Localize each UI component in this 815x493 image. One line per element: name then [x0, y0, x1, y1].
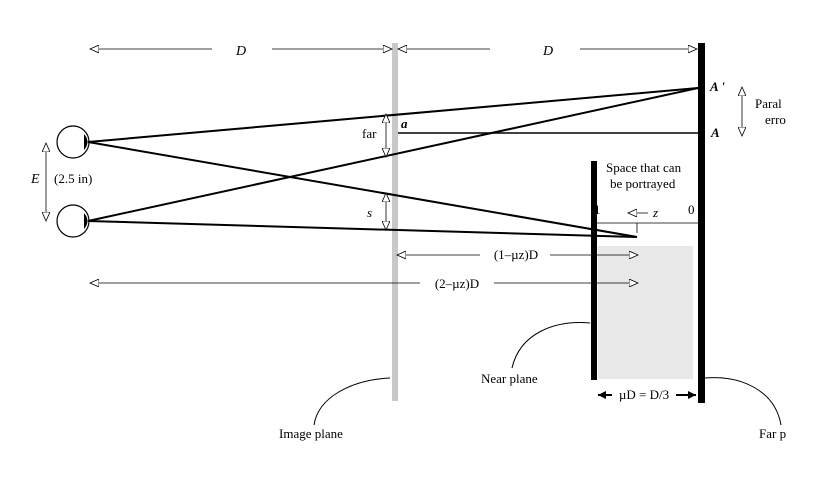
near-plane-bar — [591, 161, 597, 380]
left-eye-top-icon — [56, 125, 90, 159]
point-a-small-label: a — [401, 116, 408, 131]
far-label: far — [362, 126, 377, 141]
space-portrayed-line1: Space that can — [606, 160, 682, 175]
near-plane-label: Near plane — [481, 371, 538, 386]
far-plane-bar — [698, 43, 705, 403]
right-eye-bottom-icon — [56, 204, 90, 238]
one-minus-muz-d-label: (1–µz)D — [494, 247, 538, 262]
scale-one-label: 1 — [594, 202, 601, 217]
d-label-left: D — [235, 44, 246, 59]
e-value-label: (2.5 in) — [54, 171, 92, 186]
z-label: z — [652, 205, 658, 220]
sight-lines — [87, 87, 699, 238]
mud-equation-label: µD = D/3 — [619, 387, 669, 402]
space-portrayed-line2: be portrayed — [610, 176, 676, 191]
d-label-right: D — [542, 44, 553, 59]
image-plane-label: Image plane — [279, 426, 343, 441]
scale-zero-label: 0 — [688, 202, 695, 217]
two-minus-muz-d-label: (2–µz)D — [435, 276, 479, 291]
point-a-label: A — [710, 125, 720, 140]
e-label: E — [30, 172, 40, 187]
point-a-prime-label: A ' — [709, 79, 725, 94]
image-plane-bar — [392, 43, 398, 401]
s-label: s — [367, 205, 372, 220]
parallax-label-line2: erro — [765, 112, 786, 127]
far-plane-label: Far p — [759, 426, 786, 441]
callout-curves — [313, 322, 782, 426]
parallax-label-line1: Paral — [755, 96, 782, 111]
portrayable-space-region — [598, 246, 693, 379]
